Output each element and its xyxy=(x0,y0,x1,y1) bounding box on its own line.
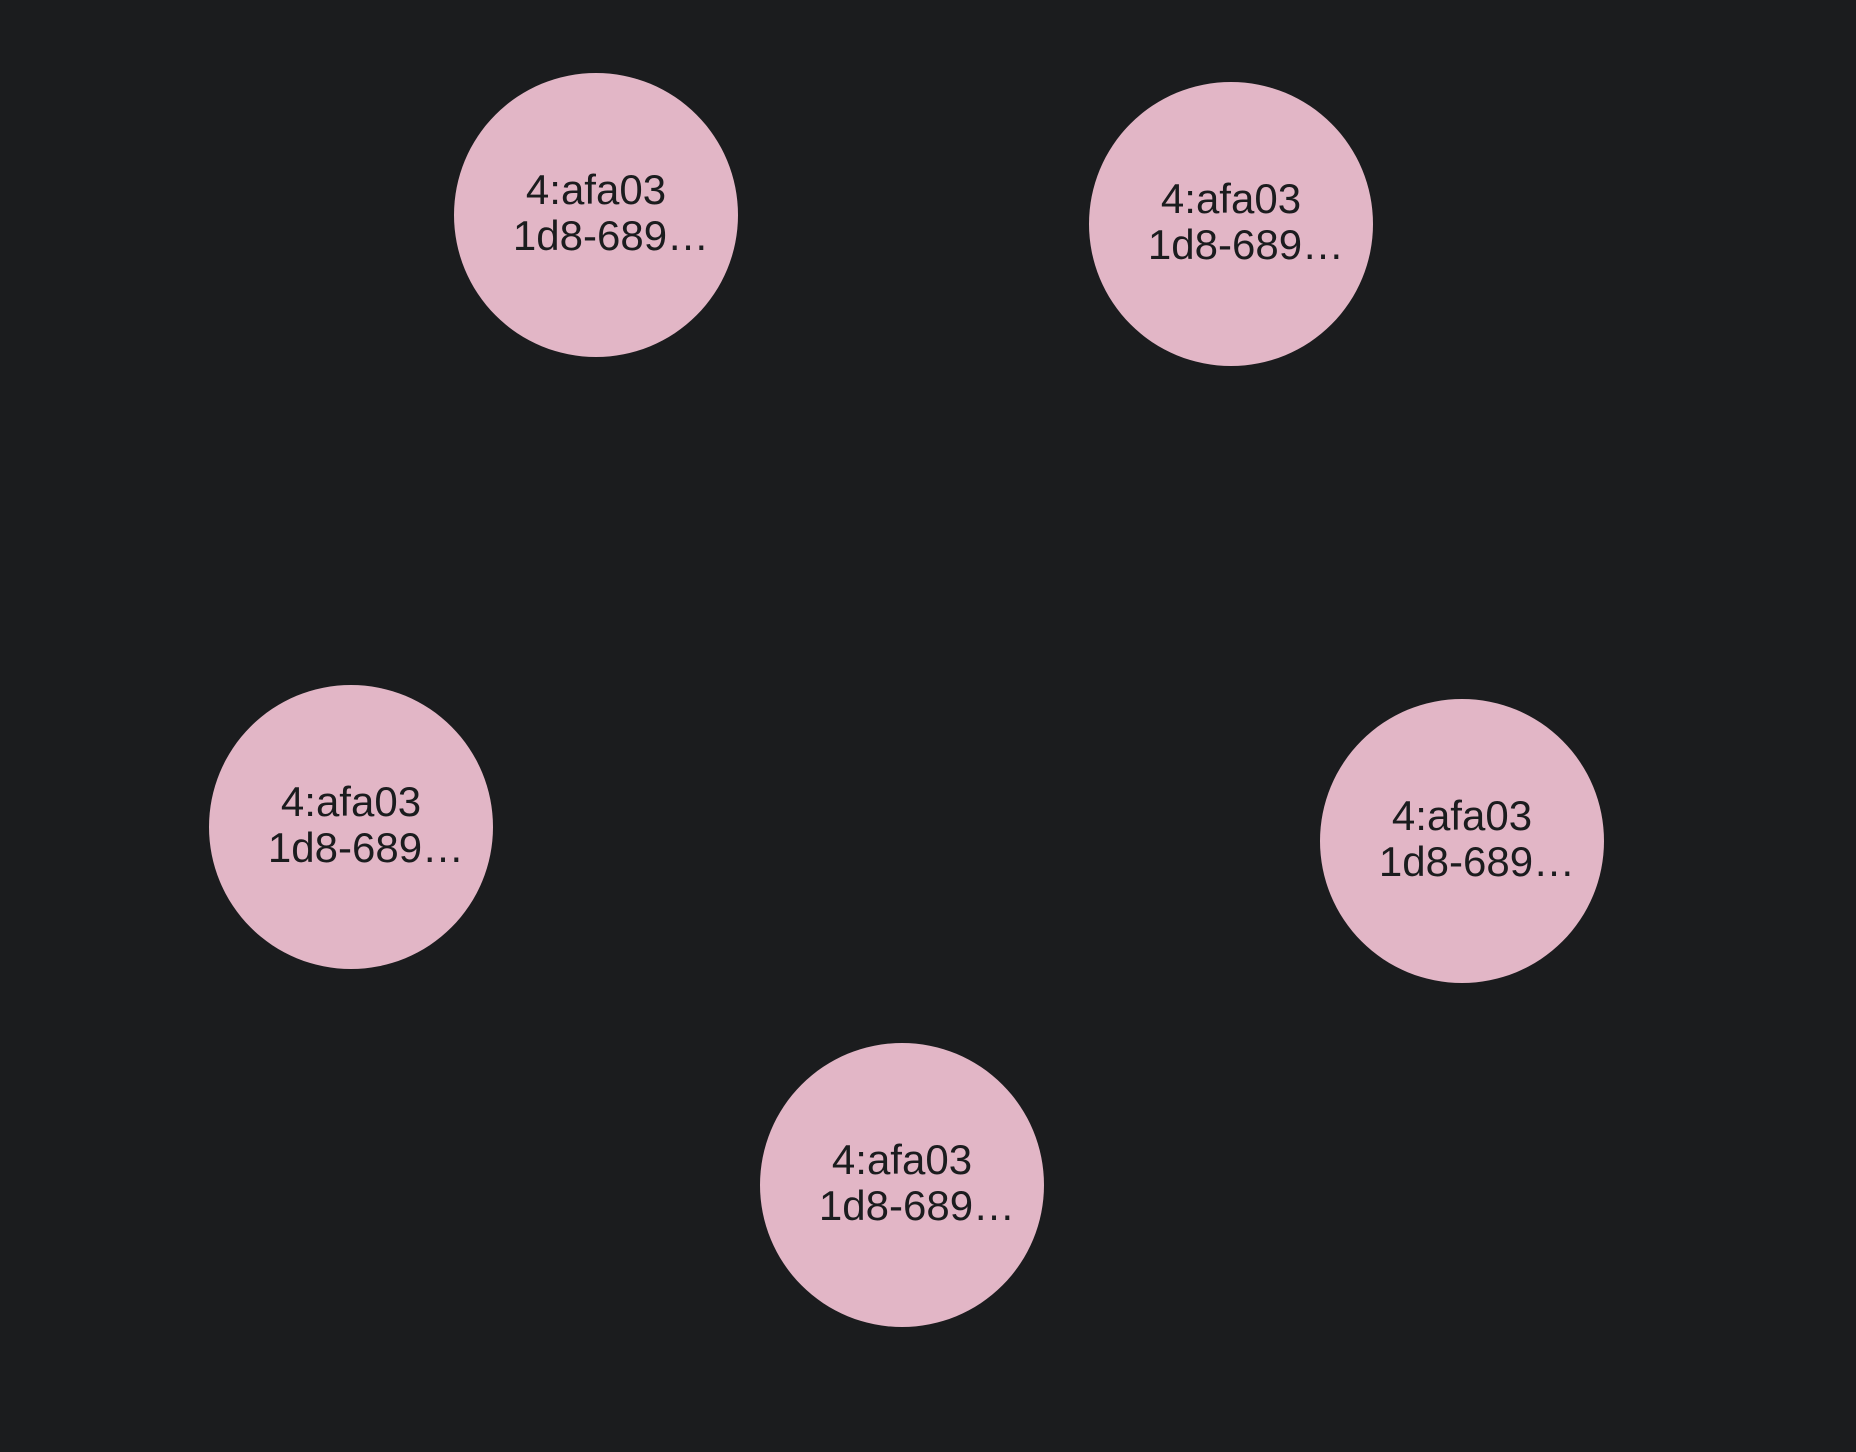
node-label-line1: 4:afa03 xyxy=(1160,175,1302,222)
node-label: 4:afa03 1d8-689… xyxy=(209,685,493,969)
graph-node[interactable]: 4:afa03 1d8-689… xyxy=(1320,699,1604,983)
graph-node[interactable]: 4:afa03 1d8-689… xyxy=(209,685,493,969)
node-label-line2: 1d8-689… xyxy=(1378,838,1576,885)
node-label-line1: 4:afa03 xyxy=(280,778,422,825)
graph-node[interactable]: 4:afa03 1d8-689… xyxy=(760,1043,1044,1327)
graph-node[interactable]: 4:afa03 1d8-689… xyxy=(454,73,738,357)
node-label: 4:afa03 1d8-689… xyxy=(760,1043,1044,1327)
node-label: 4:afa03 1d8-689… xyxy=(1089,82,1373,366)
node-label-line1: 4:afa03 xyxy=(831,1136,973,1183)
node-label-line1: 4:afa03 xyxy=(1391,792,1533,839)
node-label-line2: 1d8-689… xyxy=(1147,221,1345,268)
node-label-line2: 1d8-689… xyxy=(267,824,465,871)
graph-node[interactable]: 4:afa03 1d8-689… xyxy=(1089,82,1373,366)
node-label: 4:afa03 1d8-689… xyxy=(1320,699,1604,983)
node-label: 4:afa03 1d8-689… xyxy=(454,73,738,357)
node-label-line1: 4:afa03 xyxy=(525,166,667,213)
node-label-line2: 1d8-689… xyxy=(512,212,710,259)
node-label-line2: 1d8-689… xyxy=(818,1182,1016,1229)
